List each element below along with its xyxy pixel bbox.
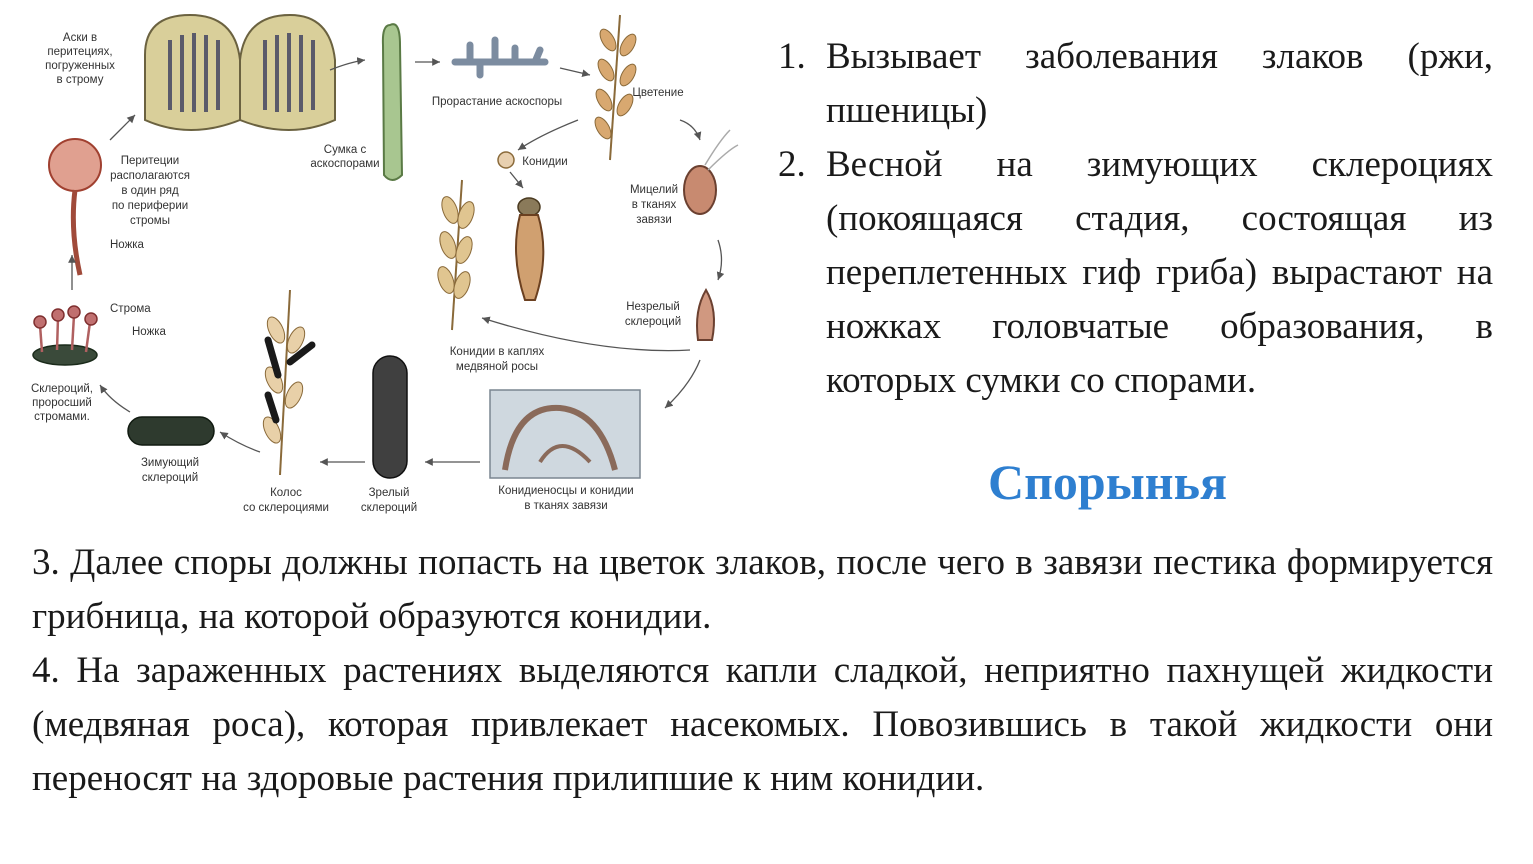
label-sac-2: аскоспорами <box>310 158 379 170</box>
point-text: Весной на зимующих склероциях (покоящаяс… <box>826 144 1493 401</box>
paragraph-4: 4. На зараженных растениях выделяются ка… <box>32 650 1493 799</box>
label-stroma: Строма <box>110 303 151 315</box>
perithecium-stalk-drawing <box>48 138 102 276</box>
label-mycelium-1: Мицелий <box>630 184 678 196</box>
label-ear-1: Колос <box>270 487 302 499</box>
label-immature-2: склероций <box>625 316 681 328</box>
label-sprouted-2: проросший <box>32 397 92 409</box>
label-asci-3: погруженных <box>45 60 115 72</box>
label-perithecia-5: стромы <box>130 215 170 227</box>
point-number: 1. <box>778 36 806 77</box>
flowering-ear-drawing <box>594 14 637 161</box>
ovary-mycelium-drawing <box>683 129 739 215</box>
point-text: Вызывает заболевания злаков (ржи, пшениц… <box>826 36 1493 131</box>
label-mature-2: склероций <box>361 502 417 514</box>
ergot-life-cycle-diagram: Аски в перитециях, погруженных в строму … <box>0 0 770 525</box>
point-item: 2. Весной на зимующих склероциях (покоящ… <box>778 138 1493 408</box>
label-ear-2: со склероциями <box>243 502 329 514</box>
label-droplets-1: Конидии в каплях <box>450 346 545 358</box>
label-conidiophores-1: Конидиеносцы и конидии <box>498 485 633 497</box>
germinating-spore-drawing <box>451 36 549 79</box>
conidium-drawing <box>497 151 515 169</box>
label-stalk: Ножка <box>132 326 167 338</box>
label-germination: Прорастание аскоспоры <box>432 96 562 108</box>
bottom-text: 3. Далее споры должны попасть на цветок … <box>32 536 1493 806</box>
ascus-drawing <box>381 23 404 181</box>
label-sprouted-3: стромами. <box>34 411 90 423</box>
label-asci-1: Аски в <box>63 32 97 44</box>
sprouted-sclerotium-drawing <box>32 305 98 366</box>
label-flowering: Цветение <box>632 87 683 99</box>
label-wintering-2: склероций <box>142 472 198 484</box>
paragraph-3: 3. Далее споры должны попасть на цветок … <box>32 542 1493 637</box>
label-asci-2: перитециях, <box>47 46 112 58</box>
label-stalk-top: Ножка <box>110 239 145 251</box>
label-mycelium-3: завязи <box>636 214 672 226</box>
conidiophores-tissue-drawing <box>489 389 641 479</box>
numbered-points: 1. Вызывает заболевания злаков (ржи, пше… <box>778 30 1493 408</box>
immature-sclerotium-drawing <box>696 288 715 341</box>
label-conidia: Конидии <box>522 156 567 168</box>
label-conidiophores-2: в тканях завязи <box>524 500 607 512</box>
label-perithecia-2: располагаются <box>110 170 190 182</box>
point-item: 1. Вызывает заболевания злаков (ржи, пше… <box>778 30 1493 138</box>
label-sprouted-1: Склероций, <box>31 383 93 395</box>
wheat-ear-drawing <box>437 179 475 331</box>
wintering-sclerotium-drawing <box>127 416 215 446</box>
life-cycle-illustration: Аски в перитециях, погруженных в строму … <box>31 13 739 514</box>
label-droplets-2: медвяной росы <box>456 361 538 373</box>
point-number: 2. <box>778 144 806 185</box>
stroma-section-drawing <box>144 13 336 131</box>
label-immature-1: Незрелый <box>626 301 680 313</box>
cycle-arrows <box>68 57 725 466</box>
label-mature-1: Зрелый <box>369 487 410 499</box>
slide-title: Спорынья <box>988 454 1228 510</box>
label-sac-1: Сумка с <box>324 144 367 156</box>
diagram-labels: Аски в перитециях, погруженных в строму … <box>31 32 684 514</box>
label-asci-4: в строму <box>57 74 104 86</box>
ear-with-sclerotia-drawing <box>262 289 316 476</box>
mature-sclerotium-drawing <box>372 355 408 479</box>
label-wintering-1: Зимующий <box>141 457 199 469</box>
label-perithecia-4: по периферии <box>112 200 188 212</box>
label-perithecia-3: в один ряд <box>121 185 179 197</box>
label-perithecia-1: Перитеции <box>121 155 179 167</box>
label-mycelium-2: в тканях <box>632 199 677 211</box>
developing-sclerotium-drawing <box>515 197 545 301</box>
